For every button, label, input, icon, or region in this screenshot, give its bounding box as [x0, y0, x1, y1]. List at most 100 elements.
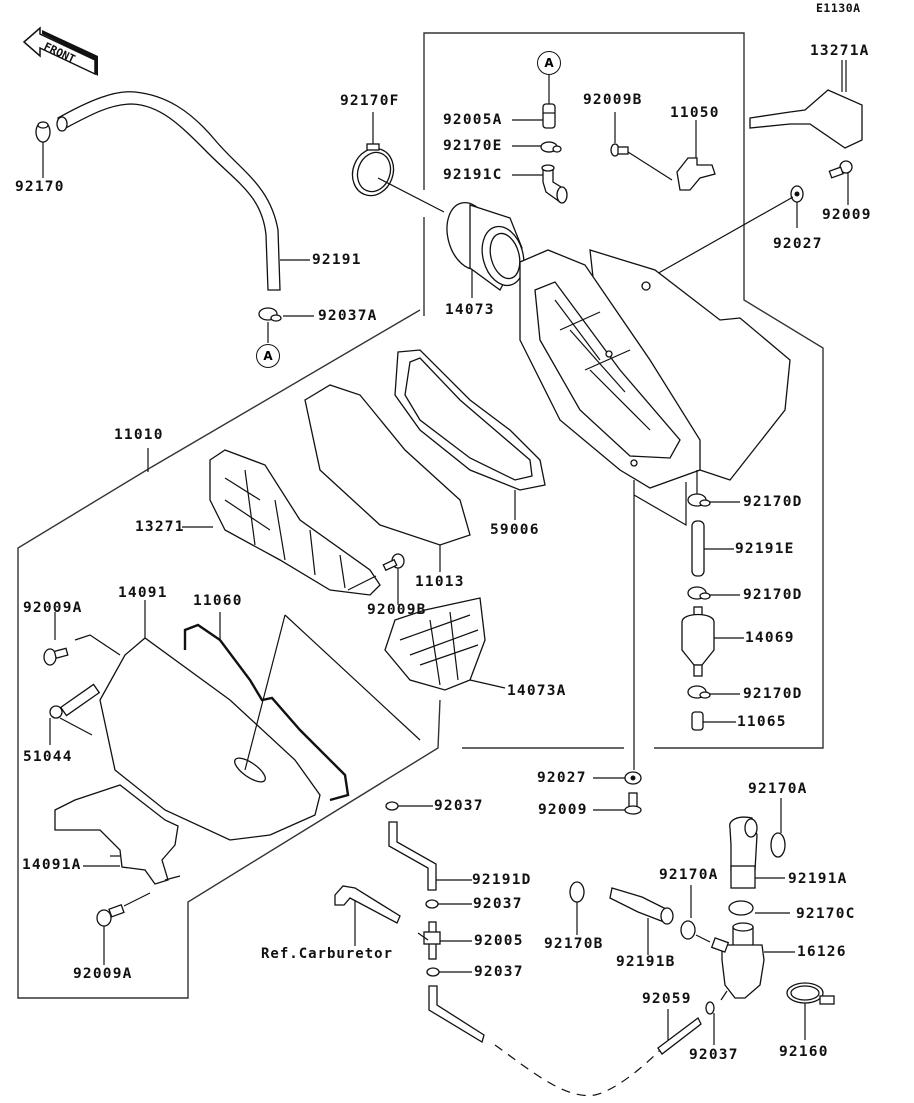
part-label-11060[interactable]: 11060: [193, 593, 243, 609]
front-arrow-icon: FRONT: [22, 26, 98, 76]
leader-lines: [110, 60, 847, 857]
hose-92191A: [729, 816, 785, 889]
part-label-92009B-top[interactable]: 92009B: [583, 92, 643, 108]
duct-14073: [446, 202, 525, 298]
filter-14069: [681, 606, 744, 677]
part-label-92191C[interactable]: 92191C: [443, 167, 503, 183]
front-direction-indicator: FRONT: [20, 22, 100, 82]
drain-plug-51044: [49, 683, 101, 745]
fitting-92005A: [512, 73, 556, 129]
part-label-92027-top[interactable]: 92027: [773, 236, 823, 252]
washer-92027-bot: [593, 771, 642, 785]
part-label-92170B[interactable]: 92170B: [544, 936, 604, 952]
clamp-92170A-mid: [680, 885, 711, 943]
part-label-92191A[interactable]: 92191A: [788, 871, 848, 887]
bolt-92009B-mid: [347, 553, 405, 605]
part-label-92191E[interactable]: 92191E: [735, 541, 795, 557]
tee-92005: [417, 921, 472, 960]
clamp-92170A-top: [770, 798, 786, 858]
part-label-92170D-1[interactable]: 92170D: [743, 494, 803, 510]
hose-92191D: [388, 821, 472, 891]
clamp-92170C: [728, 900, 790, 916]
air-cleaner-housing: [519, 249, 791, 489]
part-label-92170C[interactable]: 92170C: [796, 906, 856, 922]
hose-92059: [657, 1009, 702, 1055]
part-label-92009A-bot[interactable]: 92009A: [73, 966, 133, 982]
assembly-frame-11010: [17, 309, 441, 999]
part-label-92009A-top[interactable]: 92009A: [23, 600, 83, 616]
hose-92191E: [633, 482, 734, 577]
cover-14091: [99, 600, 421, 841]
part-label-92009B-mid[interactable]: 92009B: [367, 602, 427, 618]
part-label-51044[interactable]: 51044: [23, 749, 73, 765]
gasket-11060: [183, 612, 350, 802]
part-label-92170A-mid[interactable]: 92170A: [659, 867, 719, 883]
part-label-92170[interactable]: 92170: [15, 179, 65, 195]
part-label-92191D[interactable]: 92191D: [472, 872, 532, 888]
reference-marker-a-upper: A: [537, 51, 561, 75]
bolt-92009A-top: [43, 612, 121, 666]
valve-16126: [710, 922, 795, 1001]
part-label-92005A[interactable]: 92005A: [443, 112, 503, 128]
element-11013: [304, 384, 471, 572]
assembly-frame-upper: [423, 32, 824, 749]
elbow-92191C: [512, 164, 568, 204]
bracket-13271A: [749, 60, 863, 149]
washer-92027-top: [654, 185, 804, 276]
clamp-band-92160: [786, 982, 835, 1040]
part-label-14073[interactable]: 14073: [445, 302, 495, 318]
clamp-92037-3: [426, 967, 472, 977]
part-label-92170D-2[interactable]: 92170D: [743, 587, 803, 603]
bolt-92009-bot: [593, 792, 642, 815]
part-label-92170D-3[interactable]: 92170D: [743, 686, 803, 702]
screen-13271: [182, 449, 381, 596]
clamp-92037A: [258, 307, 314, 343]
clamp-92170D-2: [687, 586, 740, 600]
reference-marker-a-lower: A: [256, 344, 280, 368]
part-label-92037A[interactable]: 92037A: [318, 308, 378, 324]
part-label-13271A[interactable]: 13271A: [810, 43, 870, 59]
part-label-92170F[interactable]: 92170F: [340, 93, 400, 109]
part-label-92037-1[interactable]: 92037: [434, 798, 484, 814]
part-label-11013[interactable]: 11013: [415, 574, 465, 590]
part-label-14091A[interactable]: 14091A: [22, 857, 82, 873]
clamp-92170B: [569, 881, 585, 935]
part-label-92009-top[interactable]: 92009: [822, 207, 872, 223]
bolt-92009-top: [828, 160, 853, 205]
part-label-16126[interactable]: 16126: [797, 944, 847, 960]
bolt-92009B: [610, 112, 673, 181]
clamp-92170D-1: [687, 470, 740, 507]
part-label-59006[interactable]: 59006: [490, 522, 540, 538]
part-label-14073A[interactable]: 14073A: [507, 683, 567, 699]
part-label-14091[interactable]: 14091: [118, 585, 168, 601]
clamp-92037-1: [385, 801, 433, 811]
part-label-11050[interactable]: 11050: [670, 105, 720, 121]
hose-92191: [56, 91, 310, 291]
clamp-92170D-3: [687, 685, 740, 699]
part-label-92009-bot[interactable]: 92009: [538, 802, 588, 818]
clamp-92037-2: [425, 899, 472, 909]
part-label-92191B[interactable]: 92191B: [616, 954, 676, 970]
part-label-92191[interactable]: 92191: [312, 252, 362, 268]
clamp-92170F: [351, 112, 445, 213]
part-label-92005[interactable]: 92005: [474, 933, 524, 949]
part-label-92027-bot[interactable]: 92027: [537, 770, 587, 786]
part-label-92037-3[interactable]: 92037: [474, 964, 524, 980]
part-label-14069[interactable]: 14069: [745, 630, 795, 646]
ref-carburetor-note: Ref.Carburetor: [261, 946, 394, 962]
part-label-11065[interactable]: 11065: [737, 714, 787, 730]
part-label-92059[interactable]: 92059: [642, 991, 692, 1007]
part-label-13271[interactable]: 13271: [135, 519, 185, 535]
part-label-92160[interactable]: 92160: [779, 1044, 829, 1060]
boot-14073A: [384, 597, 506, 691]
diagram-code: E1130A: [816, 1, 861, 15]
part-label-92037-2[interactable]: 92037: [473, 896, 523, 912]
part-label-11010[interactable]: 11010: [114, 427, 164, 443]
part-label-92170E[interactable]: 92170E: [443, 138, 503, 154]
clamp-92170: [35, 121, 51, 178]
part-label-92037-4[interactable]: 92037: [689, 1047, 739, 1063]
clamp-92170E: [512, 141, 562, 153]
hose-92191B: [609, 887, 674, 955]
part-label-92170A-top[interactable]: 92170A: [748, 781, 808, 797]
